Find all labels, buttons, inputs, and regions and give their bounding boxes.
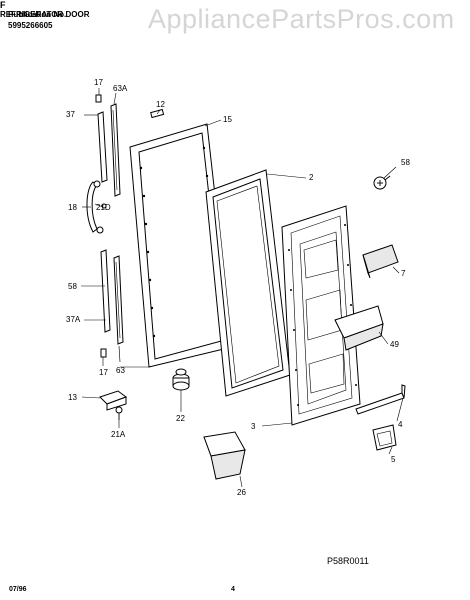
callout-15: 15 — [223, 115, 232, 124]
callout-7: 7 — [401, 269, 406, 278]
door-outer-panel — [129, 108, 233, 368]
revision-date: 07/96 — [9, 586, 27, 593]
door-shelf-bin — [334, 305, 384, 351]
hinge-bushing — [172, 368, 190, 391]
page-title: REFRIGERATOR DOOR — [0, 10, 90, 19]
figure-code: P58R0011 — [327, 556, 369, 566]
trim-cover — [355, 384, 406, 415]
callout-21d: 21D — [96, 203, 111, 212]
callout-12: 12 — [156, 100, 165, 109]
callout-37a: 37A — [66, 315, 81, 324]
callout-17-lower: 17 — [99, 368, 108, 377]
door-gasket — [205, 169, 291, 397]
trim-strip-upper — [95, 94, 121, 197]
callout-21a: 21A — [111, 430, 126, 439]
door-handle — [86, 180, 107, 234]
callout-49: 49 — [390, 340, 399, 349]
callout-2: 2 — [309, 173, 314, 182]
hinge-bracket — [99, 390, 128, 420]
cap-part — [372, 424, 397, 451]
dairy-door-bin — [362, 244, 399, 279]
callout-3: 3 — [251, 422, 256, 431]
watermark-text: AppliancePartsPros.com — [148, 4, 455, 34]
leader-lines — [81, 88, 404, 488]
callout-17: 17 — [94, 78, 103, 87]
model-fragment: F — [0, 0, 6, 10]
door-liner — [281, 205, 361, 426]
callout-26: 26 — [237, 488, 246, 497]
callout-58-lower: 58 — [68, 282, 77, 291]
callout-63a: 63A — [113, 84, 128, 93]
screw-part — [373, 175, 391, 190]
callout-13: 13 — [68, 393, 77, 402]
callout-37: 37 — [66, 110, 75, 119]
callout-22: 22 — [176, 414, 185, 423]
publication-label: Publication No. — [8, 10, 67, 19]
callout-58-upper: 58 — [401, 158, 410, 167]
callout-5: 5 — [391, 455, 396, 464]
trim-strip-lower — [100, 249, 124, 358]
page-number: 4 — [231, 586, 235, 593]
callout-63: 63 — [116, 366, 125, 375]
callout-labels: 17 63A 37 12 15 2 58 18 21D 7 58 37A 49 … — [66, 78, 410, 497]
publication-number: 5995266605 — [8, 21, 53, 30]
callout-4: 4 — [398, 420, 403, 429]
callout-18: 18 — [68, 203, 77, 212]
butter-tray — [203, 431, 246, 480]
